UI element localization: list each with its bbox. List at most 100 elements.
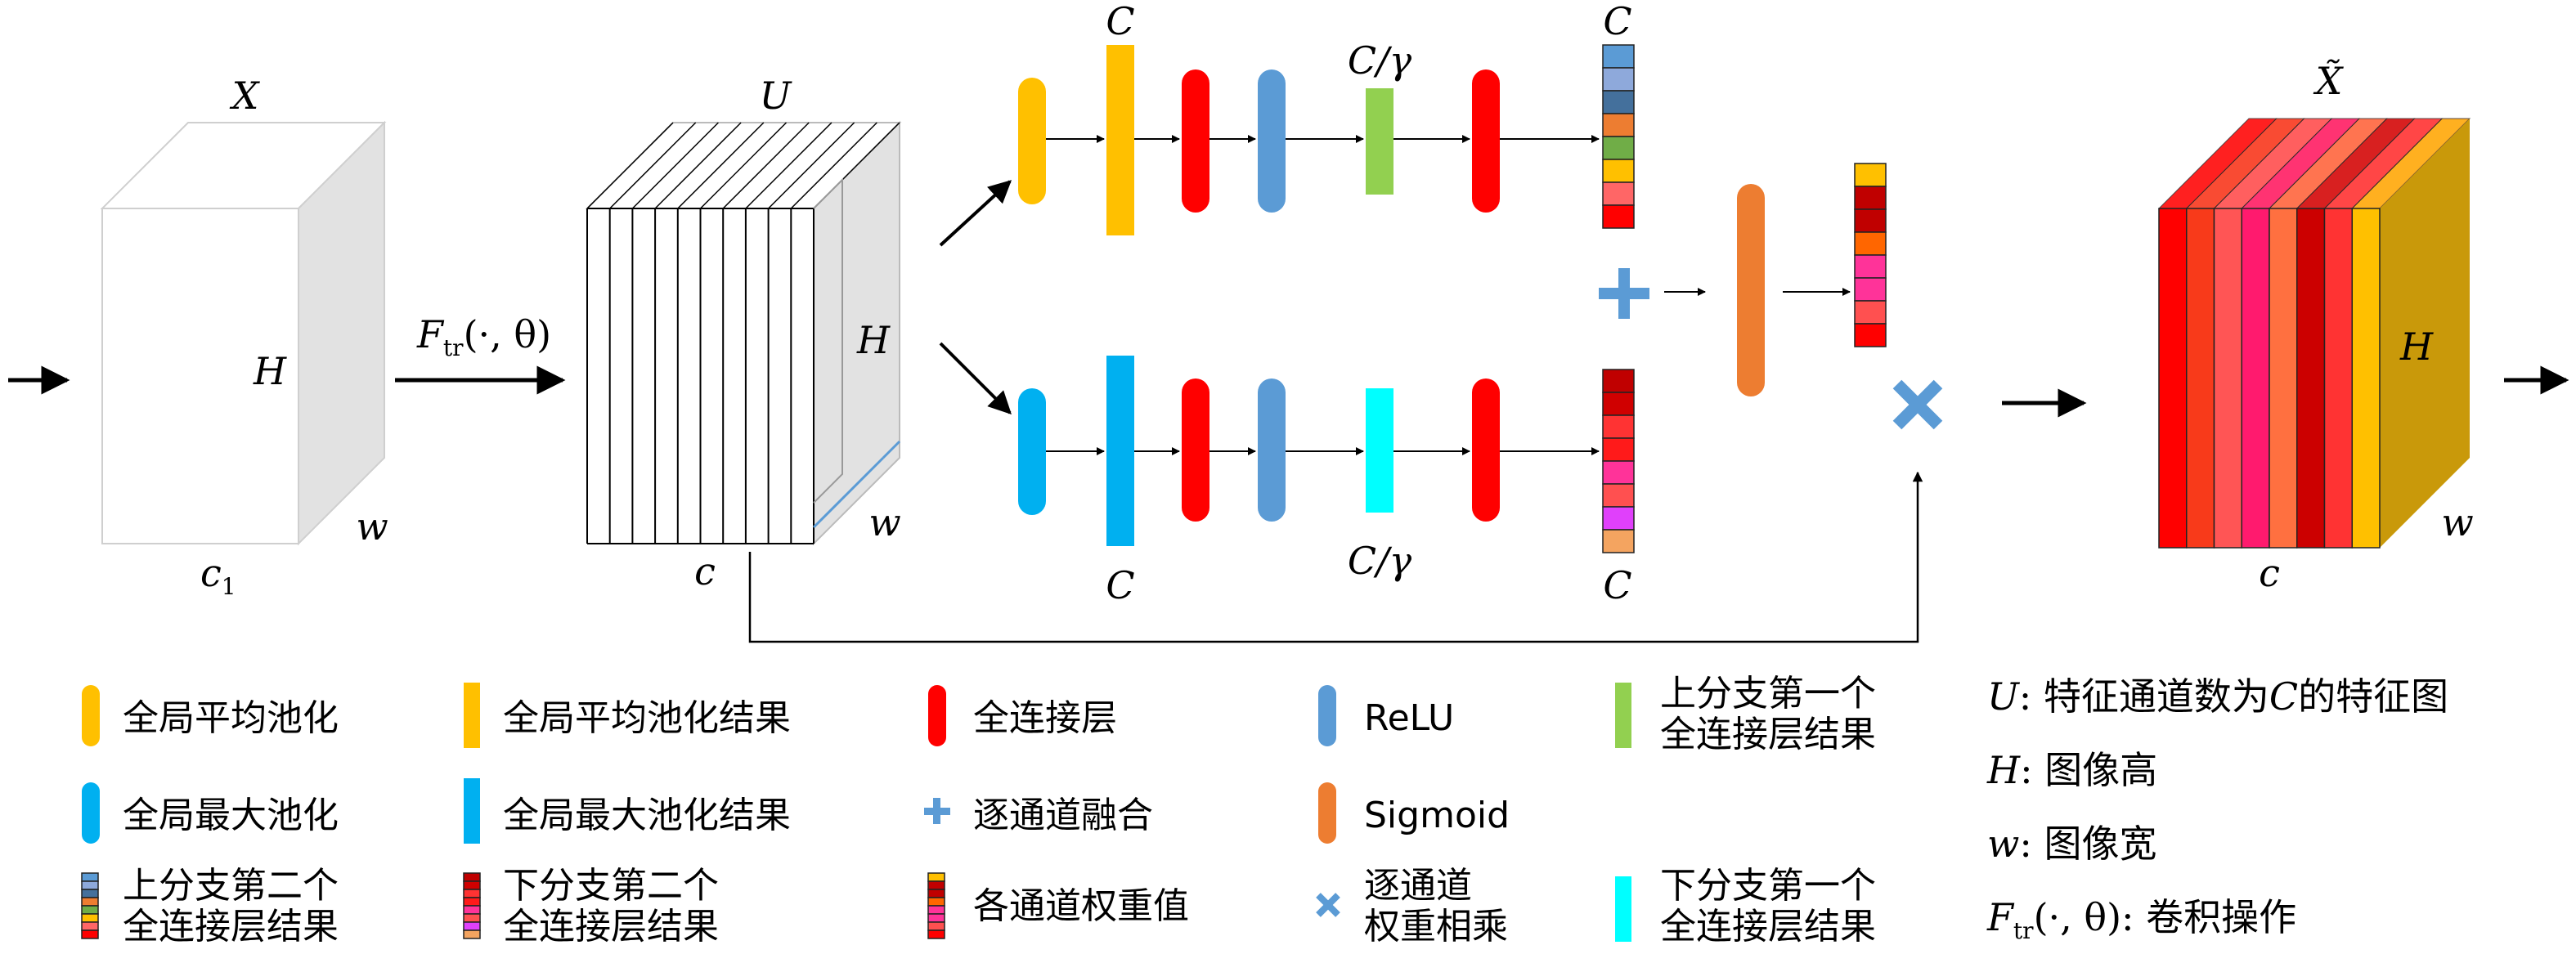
lower-pool-label: C: [1106, 563, 1134, 607]
split-arrow-lower: [939, 342, 1012, 414]
feature-top-label: U: [760, 74, 793, 118]
legend-sigmoid-swatch: [1318, 782, 1336, 844]
lower-out-label: C: [1603, 563, 1631, 607]
stack-cell-2: [463, 889, 481, 898]
stack-cell-5: [1854, 277, 1887, 302]
stack-cell-7: [1854, 323, 1887, 347]
stack-cell-2: [927, 889, 945, 898]
stack-cell-1: [463, 880, 481, 890]
legend-gap-result-swatch: [464, 683, 480, 748]
notes: U: 特征通道数为C的特征图 H: 图像高 w: 图像宽 Ftr(·, θ): …: [1986, 674, 2448, 944]
output-slice-6: [2323, 208, 2353, 549]
legend-gap-swatch: [82, 685, 100, 746]
lower-fc-node-1: [1182, 378, 1209, 522]
stack-cell-6: [1602, 506, 1635, 531]
u-top-line-0: [586, 122, 674, 209]
transform-label: Ftr(·, θ): [416, 312, 551, 361]
legend: 全局平均池化 全局平均池化结果 全连接层 ReLU 上分支第一个 全连接层结果 …: [81, 673, 1876, 947]
legend-sigmoid-text: Sigmoid: [1364, 795, 1510, 836]
legend-lower-fc2-swatch: [463, 872, 481, 939]
legend-gap-result-text: 全局平均池化结果: [503, 697, 791, 739]
stack-cell-4: [81, 905, 99, 915]
stack-cell-2: [81, 889, 99, 898]
legend-fc-swatch: [928, 685, 946, 746]
stack-cell-1: [927, 880, 945, 890]
legend-mul-text-1: 逐通道: [1364, 865, 1472, 907]
legend-lower-fc1-swatch: [1615, 876, 1631, 942]
stack-cell-3: [81, 897, 99, 907]
stack-cell-7: [463, 929, 481, 939]
legend-times-icon: [1316, 893, 1340, 917]
legend-gmp-result-swatch: [464, 778, 480, 844]
u-top-line-3: [654, 122, 742, 209]
upper-gap-result: [1106, 45, 1134, 235]
legend-upper-fc2-text-1: 上分支第二个: [123, 865, 339, 907]
output-slice-7: [2351, 208, 2381, 549]
stack-cell-7: [81, 929, 99, 939]
stack-cell-3: [1602, 113, 1635, 137]
stack-cell-3: [1602, 437, 1635, 462]
output-slice-3: [2241, 208, 2270, 549]
u-top-line-2: [631, 122, 719, 209]
feature-height-label: H: [856, 318, 891, 362]
legend-gmp-result-text: 全局最大池化结果: [503, 795, 791, 836]
legend-upper-fc1-text-2: 全连接层结果: [1660, 714, 1876, 755]
legend-gmp-swatch: [82, 782, 100, 844]
lower-gmp-node: [1018, 388, 1046, 515]
legend-weights-swatch: [927, 872, 945, 939]
plus-icon: [1599, 268, 1649, 319]
stack-cell-3: [463, 897, 481, 907]
legend-plus-icon: [924, 798, 950, 824]
upper-fc1-result: [1366, 88, 1393, 195]
sigmoid-node: [1737, 184, 1765, 396]
lower-fc-node-2: [1472, 378, 1500, 522]
note-f: Ftr(·, θ): 卷积操作: [1986, 895, 2296, 944]
output-slice-5: [2296, 208, 2326, 549]
stack-cell-1: [1602, 67, 1635, 92]
stack-cell-4: [1602, 460, 1635, 485]
legend-relu-swatch: [1318, 685, 1336, 746]
stack-cell-2: [1602, 90, 1635, 114]
upper-reduce-label: C/γ: [1348, 38, 1412, 83]
legend-upper-fc1-swatch: [1615, 683, 1631, 748]
stack-cell-6: [927, 921, 945, 931]
feature-width-label: w: [868, 500, 900, 544]
stack-cell-1: [1854, 186, 1887, 210]
u-top-line-5: [699, 122, 788, 209]
legend-lower-fc1-text-1: 下分支第一个: [1660, 865, 1876, 907]
u-top-line-7: [745, 122, 832, 209]
note-w: w: 图像宽: [1987, 822, 2157, 866]
stack-cell-1: [81, 880, 99, 890]
output-cube: [2157, 118, 2471, 549]
stack-cell-1: [1602, 392, 1635, 416]
upper-gap-node: [1018, 78, 1046, 204]
stack-cell-0: [81, 872, 99, 882]
output-width-label: w: [2441, 500, 2473, 544]
input-channels-label: c1: [200, 551, 236, 600]
skip-connection: [748, 471, 1923, 643]
u-top-line-6: [722, 122, 810, 209]
legend-lower-fc2-text-1: 下分支第二个: [503, 865, 719, 907]
legend-relu-text: ReLU: [1364, 697, 1454, 739]
u-top-line-8: [768, 122, 855, 209]
lower-fc2-result-stack: [1602, 369, 1635, 553]
legend-lower-fc1-text-2: 全连接层结果: [1660, 906, 1876, 947]
upper-branch: [1018, 44, 1635, 235]
stack-cell-5: [1602, 159, 1635, 183]
lower-reduce-label: C/γ: [1348, 539, 1412, 583]
output-slice-1: [2186, 208, 2215, 549]
stack-cell-6: [81, 921, 99, 931]
stack-cell-5: [81, 913, 99, 923]
upper-pool-label: C: [1106, 0, 1134, 43]
legend-upper-fc2-text-2: 全连接层结果: [123, 906, 339, 947]
stack-cell-0: [463, 872, 481, 882]
legend-add-text: 逐通道融合: [973, 795, 1153, 836]
legend-gap-text: 全局平均池化: [123, 697, 339, 739]
stack-cell-3: [927, 897, 945, 907]
lower-gmp-result: [1106, 356, 1134, 546]
upper-relu-node: [1258, 69, 1286, 213]
legend-upper-fc2-swatch: [81, 872, 99, 939]
stack-cell-7: [927, 929, 945, 939]
